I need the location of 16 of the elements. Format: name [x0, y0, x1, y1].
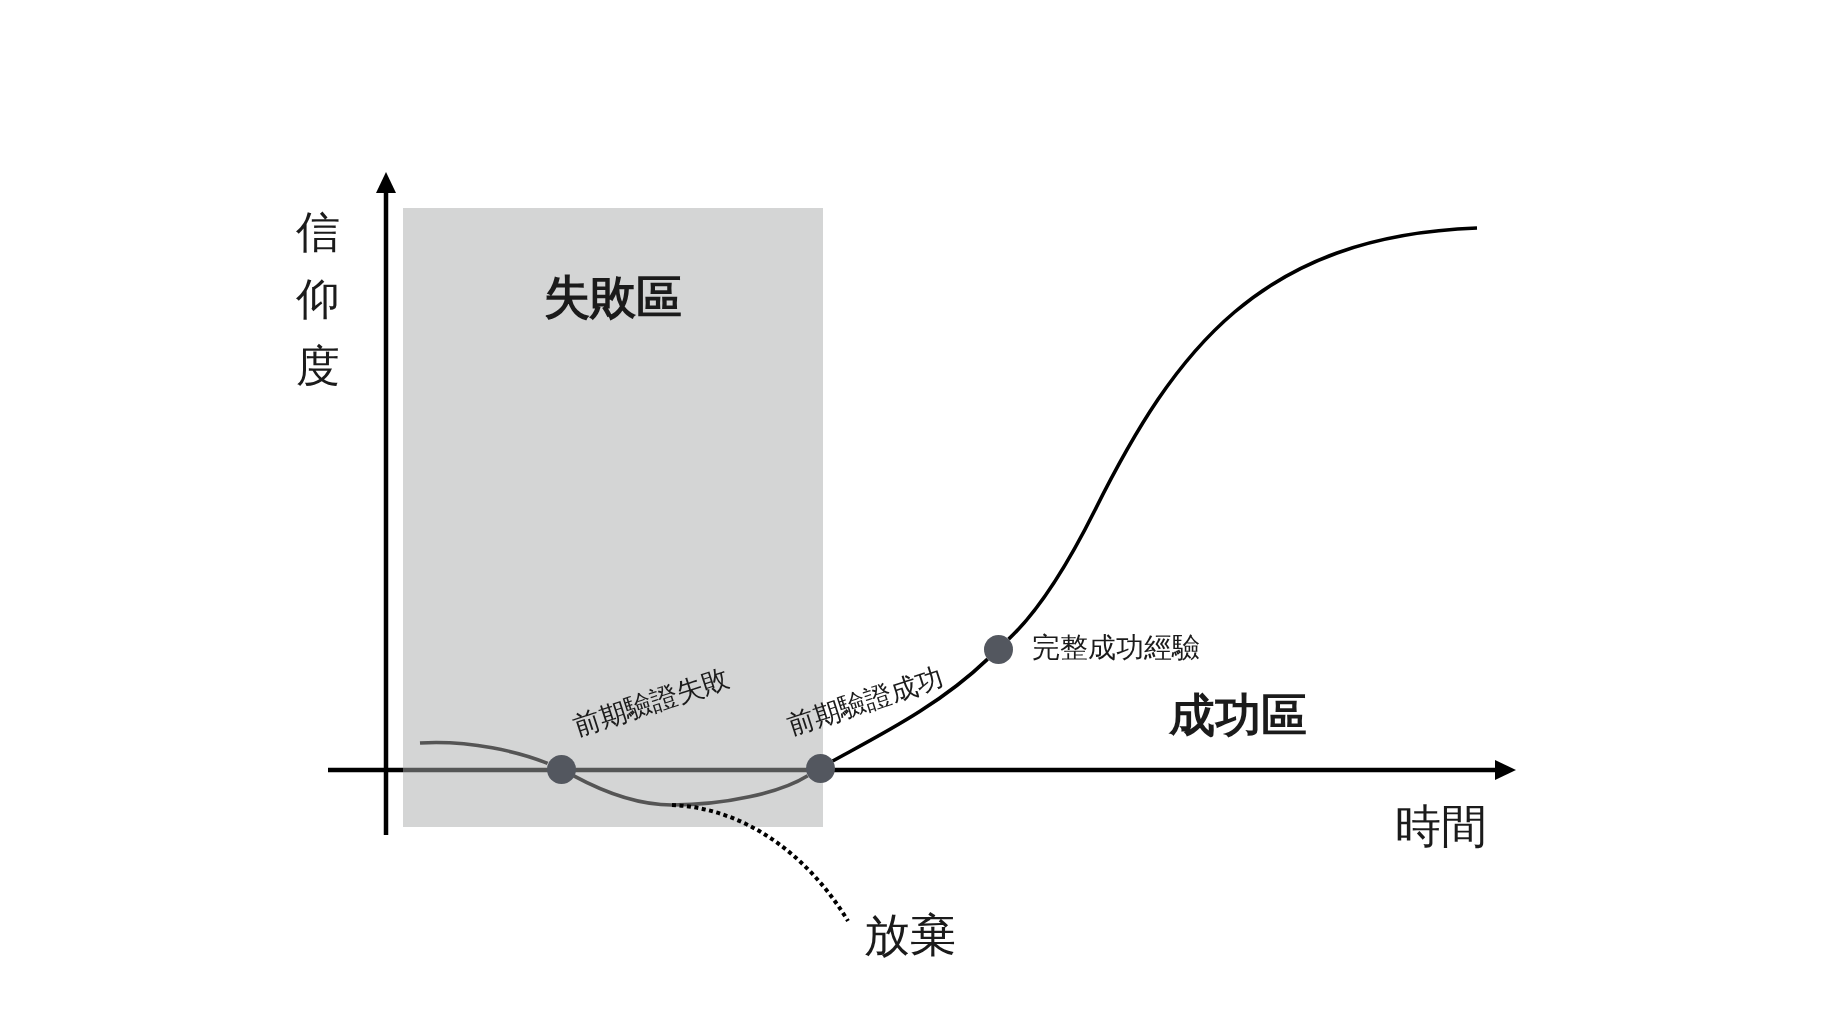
curve-point-marker [805, 753, 835, 783]
point-label: 完整成功經驗 [1032, 634, 1200, 662]
trend-curve [831, 657, 989, 763]
curve-point-marker [546, 754, 576, 784]
dotted-curve [671, 803, 850, 923]
outcome-label: 放棄 [848, 910, 956, 961]
trend-curve [1007, 226, 1478, 641]
axis-title: 時間 [1395, 803, 1487, 849]
point-label: 前期驗證失敗 [569, 664, 733, 740]
zone-label: 成功區 [1169, 692, 1307, 738]
axis-title: 信仰度 [296, 205, 340, 393]
trend-curve [419, 740, 549, 766]
curve-point-marker [983, 634, 1013, 664]
zone-label: 失敗區 [544, 274, 682, 320]
trend-curve [572, 774, 673, 807]
point-label: 前期驗證成功 [783, 663, 947, 739]
